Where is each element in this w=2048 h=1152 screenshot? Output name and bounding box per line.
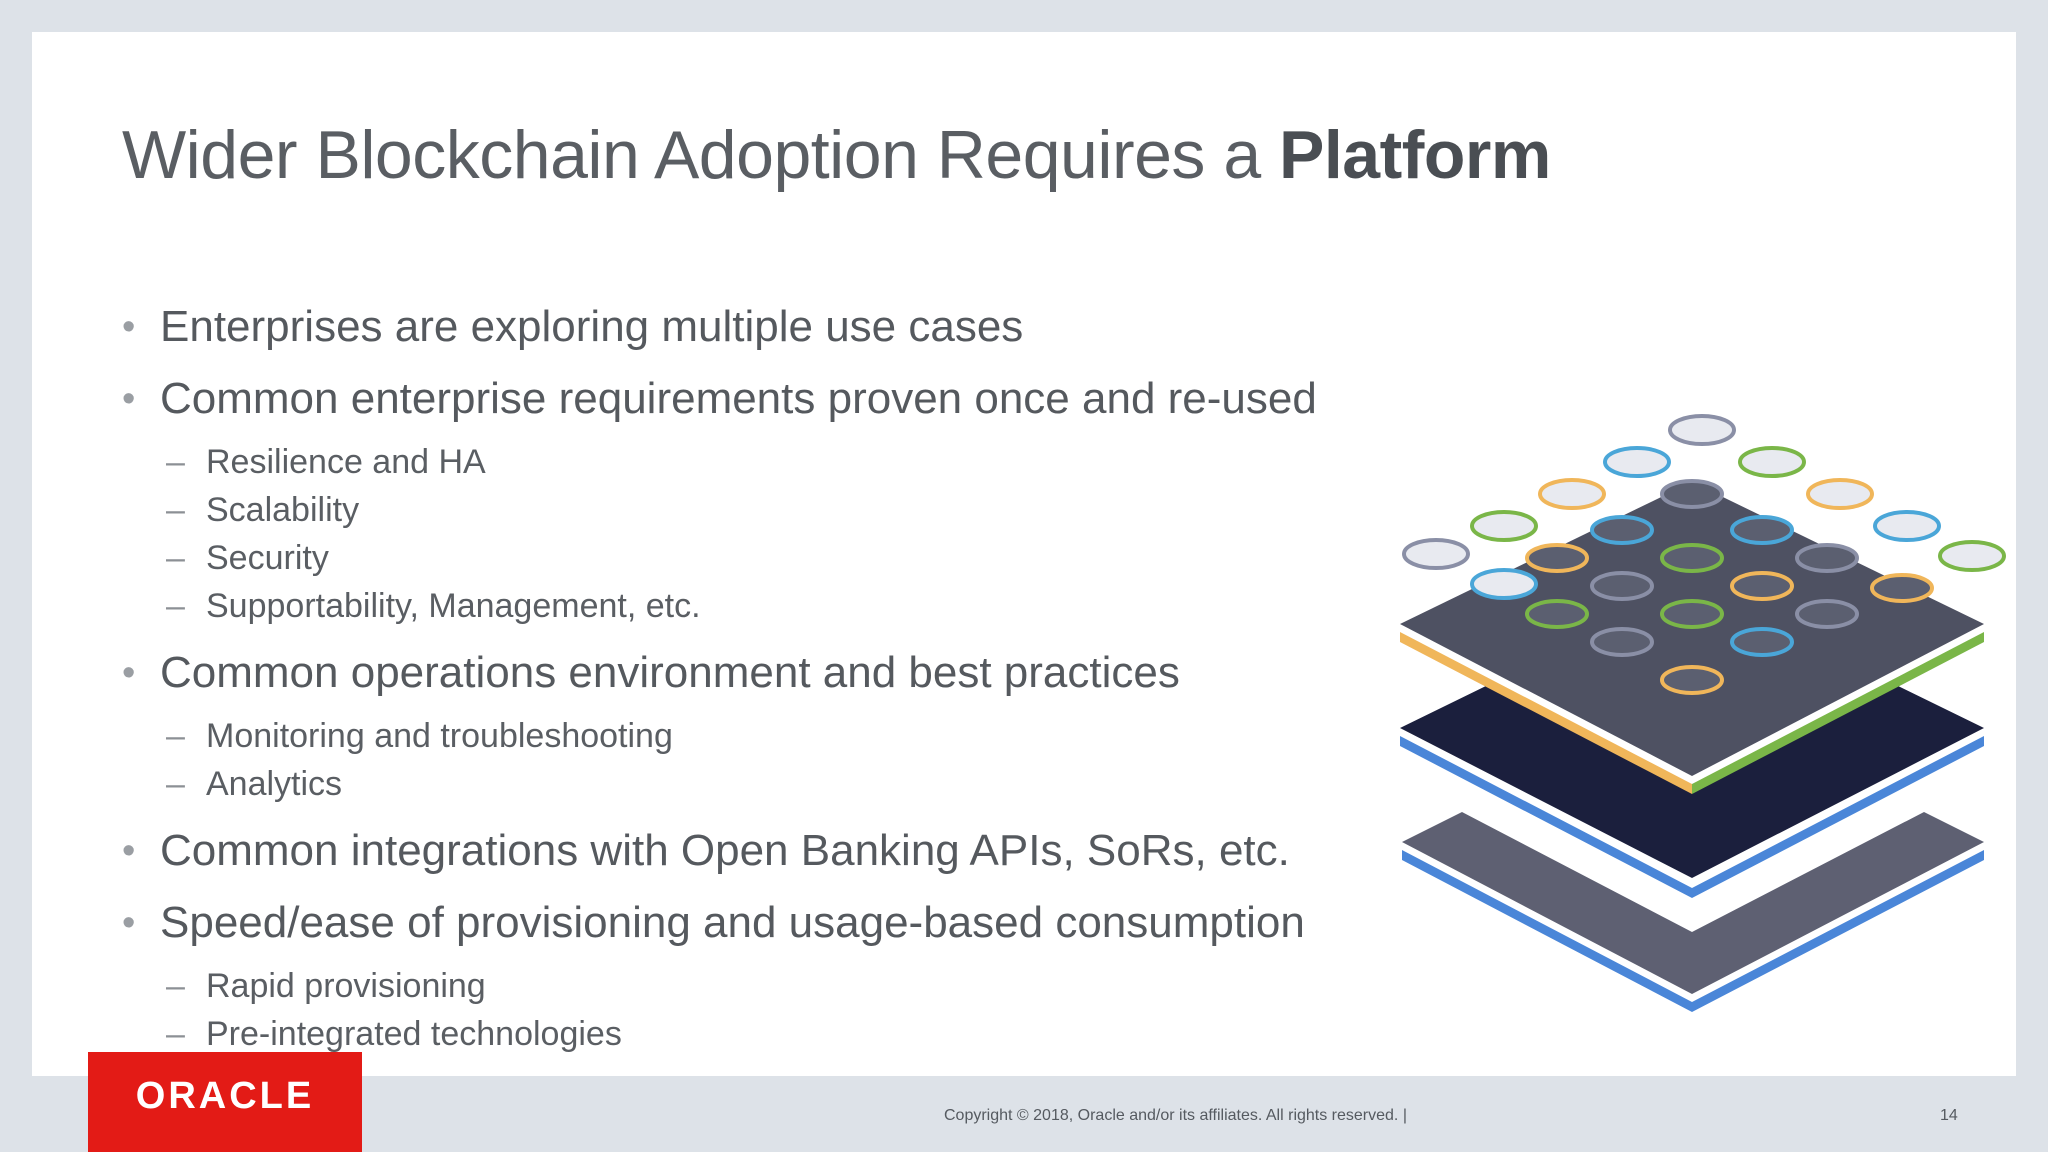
bullet-text: Common enterprise requirements proven on… [160,374,1317,423]
title-bold: Platform [1279,117,1551,193]
bullet-item: • Common enterprise requirements proven o… [120,372,1420,426]
bullet-dot: • [122,652,136,694]
sub-bullet-item: –Resilience and HA [166,443,486,481]
bullet-text: Common operations environment and best p… [160,648,1180,697]
sub-bullet-item: –Scalability [166,491,360,529]
sub-bullet-text: Security [206,539,329,577]
sub-bullet-list: –Resilience and HA –Scalability –Securit… [120,438,1420,630]
bullet-text: Enterprises are exploring multiple use c… [160,302,1024,351]
sub-bullet-item: –Pre-integrated technologies [166,1015,622,1053]
sub-bullet-text: Monitoring and troubleshooting [206,717,673,755]
sub-bullet-text: Analytics [206,765,343,803]
sub-bullet-list: –Rapid provisioning –Pre-integrated tech… [120,962,1420,1058]
sub-bullet-item: –Security [166,539,329,577]
sub-bullet-text: Supportability, Management, etc. [206,587,701,625]
oracle-logo: ORACLE [88,1052,362,1152]
floating-icon-circles [1402,414,2006,600]
slide: Wider Blockchain Adoption Requires a Pla… [32,32,2016,1076]
sub-bullet-item: –Analytics [166,765,343,803]
sub-bullet-text: Scalability [206,491,360,529]
page-number: 14 [1940,1107,1958,1124]
platform-layers-illustration [1400,414,2006,1012]
bottom-layer [1402,812,1984,1012]
bullet-dot: • [122,306,136,348]
sub-bullet-item: –Supportability, Management, etc. [166,587,701,625]
bullet-dot: • [122,378,136,420]
title-regular: Wider Blockchain Adoption Requires a [122,117,1280,193]
bullet-dot: • [122,830,136,872]
sub-bullet-list: –Monitoring and troubleshooting –Analyti… [120,712,1420,808]
sub-bullet-item: –Monitoring and troubleshooting [166,717,673,755]
service-icon-circles [1525,479,1934,695]
copyright-text: Copyright © 2018, Oracle and/or its affi… [944,1107,1407,1124]
slide-title: Wider Blockchain Adoption Requires a Pla… [122,116,1551,194]
sub-bullet-text: Pre-integrated technologies [206,1015,622,1053]
middle-layer [1400,684,1984,898]
bullet-dot: • [122,902,136,944]
bullet-item: • Common operations environment and best … [120,646,1420,700]
bullet-text: Common integrations with Open Banking AP… [160,826,1290,875]
oracle-logo-text: ORACLE [135,1074,315,1117]
sub-bullet-item: –Rapid provisioning [166,967,486,1005]
bullet-item: • Enterprises are exploring multiple use … [120,300,1420,354]
bullet-item: • Common integrations with Open Banking A… [120,824,1420,878]
bullet-item: • Speed/ease of provisioning and usage-ba… [120,896,1420,950]
sub-bullet-text: Rapid provisioning [206,967,486,1005]
bullet-text: Speed/ease of provisioning and usage-bas… [160,898,1305,947]
bullet-list: • Enterprises are exploring multiple use … [120,300,1420,1074]
sub-bullet-text: Resilience and HA [206,443,486,481]
